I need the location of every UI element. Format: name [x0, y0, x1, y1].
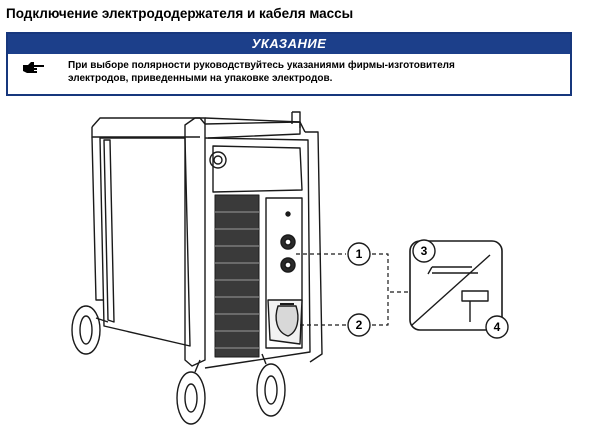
pointing-hand-icon: [23, 62, 44, 73]
front-gauge: [209, 151, 227, 169]
ground-clamp-symbol: [461, 290, 489, 322]
callout-label-4: 4: [494, 320, 501, 334]
notice-line-2: электродов, приведенными на упаковке эле…: [68, 73, 333, 84]
callout-3: [412, 239, 436, 263]
callout-4: [485, 315, 509, 339]
vent-grille: [214, 194, 260, 358]
machine-side-panel: [91, 136, 191, 347]
front-left-wheel: [71, 305, 109, 355]
machine-front-frame: [184, 117, 323, 369]
rear-right-wheel: [256, 353, 286, 417]
top-handle-frame: [91, 111, 301, 139]
rear-left-wheel: [176, 359, 206, 425]
negative-socket: [280, 257, 296, 273]
callout-1: [347, 242, 371, 266]
page-title: Подключение электрододержателя и кабеля …: [6, 6, 354, 21]
notice-text: При выборе полярности руководствуйтесь у…: [68, 59, 568, 85]
welding-machine-illustration: 1 2 3 4: [71, 111, 509, 425]
cable-holder: [267, 299, 303, 345]
positive-socket: [280, 234, 296, 250]
callout-label-2: 2: [356, 318, 363, 332]
callout-leaders: [296, 253, 408, 326]
callout-label-1: 1: [356, 247, 363, 261]
detail-inset: [409, 240, 503, 331]
notice-line-1: При выборе полярности руководствуйтесь у…: [68, 60, 455, 71]
electrode-holder-symbol: [427, 266, 478, 275]
socket-panel: [265, 197, 303, 349]
callout-label-3: 3: [421, 244, 428, 258]
callout-2: [347, 313, 371, 337]
notice-box: УКАЗАНИЕ При выборе полярности руководст…: [6, 32, 572, 96]
notice-header: УКАЗАНИЕ: [8, 34, 570, 54]
